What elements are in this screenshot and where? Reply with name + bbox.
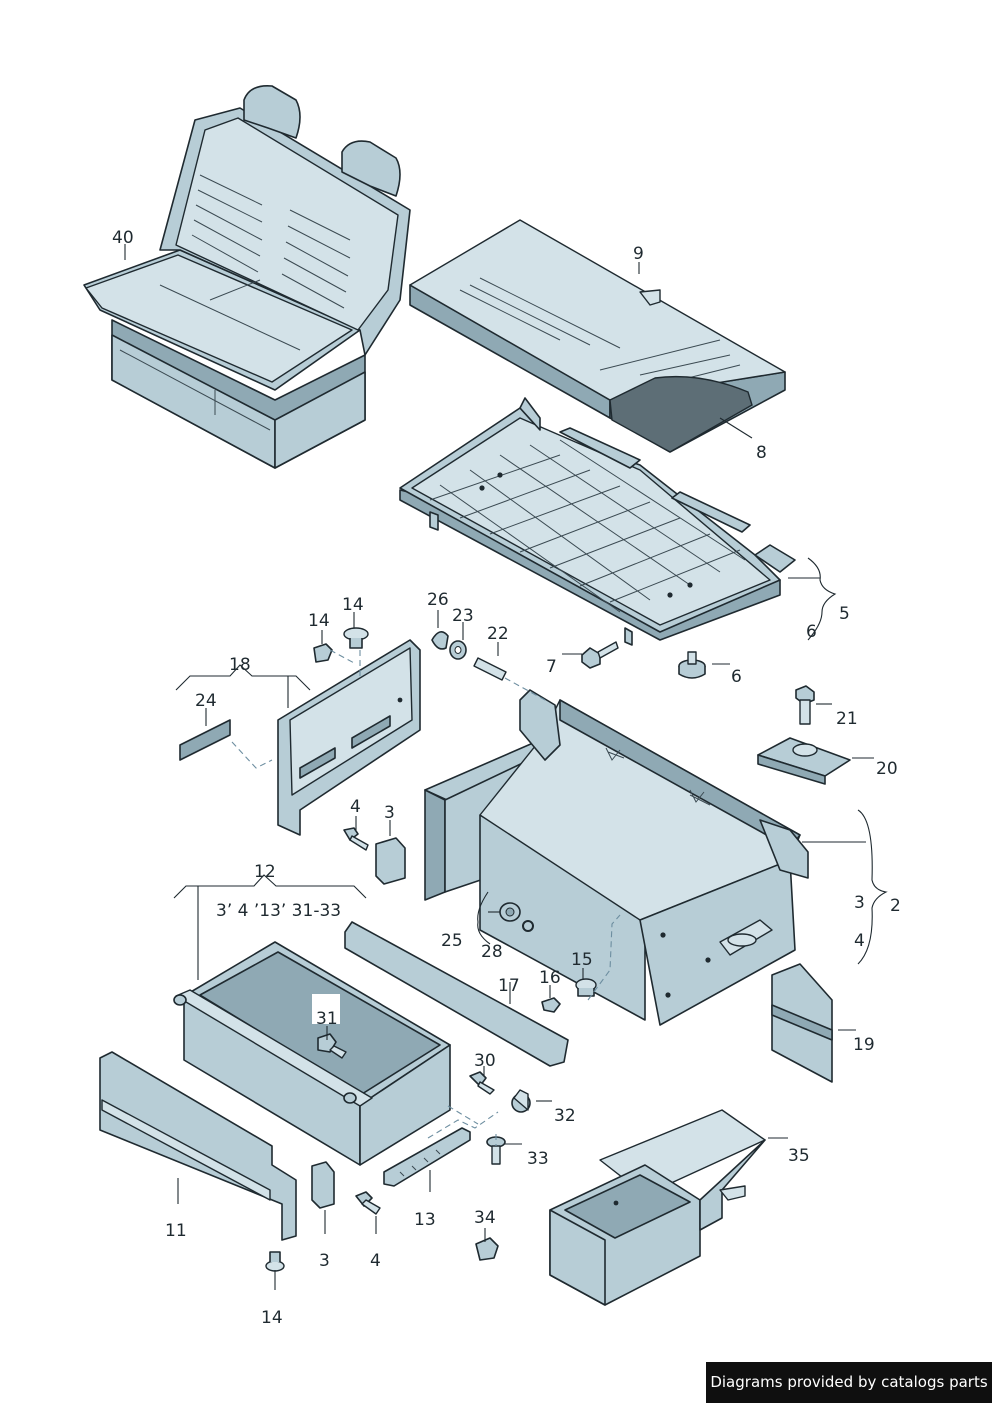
part-labels: 40 9 8 5 6 6 7 22 23 26 14 14 18 24 21 2… [112, 228, 901, 1328]
ring-part-28 [522, 920, 534, 932]
label-6-a: 6 [806, 622, 817, 642]
label-19: 19 [853, 1035, 875, 1055]
seat-frame-part-2 [424, 689, 809, 1026]
label-16: 16 [539, 968, 561, 988]
clip-part-14-b [343, 627, 369, 649]
attribution-footer: Diagrams provided by catalogs parts [706, 1362, 992, 1403]
label-3-c: 3 [319, 1251, 330, 1271]
bolt-part-21 [795, 685, 815, 725]
screw-part-30 [469, 1071, 495, 1095]
label-34: 34 [474, 1208, 496, 1228]
foam-insert-part-8 [609, 375, 753, 453]
label-18: 18 [229, 655, 251, 675]
label-28: 28 [481, 942, 503, 962]
label-26: 26 [427, 590, 449, 610]
label-12: 12 [254, 862, 276, 882]
bracket-part-20 [757, 737, 851, 785]
clip-part-34 [475, 1237, 499, 1261]
seat-pan-part-5 [399, 397, 796, 646]
label-4-b: 4 [854, 931, 865, 951]
screw-part-4-b [355, 1191, 381, 1215]
bench-seat-part-40 [83, 84, 411, 469]
label-30: 30 [474, 1051, 496, 1071]
label-35: 35 [788, 1146, 810, 1166]
rail-part-13 [383, 1127, 471, 1187]
screw-part-16 [541, 997, 561, 1013]
label-17: 17 [498, 976, 520, 996]
pin-part-22 [473, 657, 507, 681]
storage-tray-part-35 [549, 1109, 766, 1306]
label-13: 13 [414, 1210, 436, 1230]
clip-part-14-a [313, 643, 333, 663]
label-2: 2 [890, 896, 901, 916]
label-15: 15 [571, 950, 593, 970]
label-22: 22 [487, 624, 509, 644]
label-4-a: 4 [350, 797, 361, 817]
cap-part-3-b [311, 1161, 335, 1209]
leader-lines [124, 244, 888, 1290]
clip-part-14-c [265, 1251, 285, 1272]
label-11: 11 [165, 1221, 187, 1241]
cap-part-15 [575, 978, 597, 997]
cap-part-3-a [375, 837, 406, 885]
screw-part-33 [486, 1136, 506, 1165]
label-3-b: 3 [854, 893, 865, 913]
label-20: 20 [876, 759, 898, 779]
label-21: 21 [836, 709, 858, 729]
label-23: 23 [452, 606, 474, 626]
side-panel-part-18 [277, 639, 421, 836]
label-25: 25 [441, 931, 463, 951]
label-40: 40 [112, 228, 134, 248]
screw-part-31 [312, 994, 347, 1059]
label-14-c: 14 [261, 1308, 283, 1328]
label-32: 32 [554, 1106, 576, 1126]
label-3-a: 3 [384, 803, 395, 823]
label-7: 7 [546, 657, 557, 677]
clip-part-26 [431, 631, 449, 650]
label-14-b: 14 [342, 595, 364, 615]
label-24: 24 [195, 691, 217, 711]
trim-panel-part-11 [99, 1051, 297, 1241]
label-14-a: 14 [308, 611, 330, 631]
bush-part-25 [499, 902, 521, 922]
label-9: 9 [633, 244, 644, 264]
label-33: 33 [527, 1149, 549, 1169]
bolt-part-7 [581, 641, 619, 669]
cap-part-32 [511, 1089, 531, 1113]
screw-part-4-a [343, 827, 369, 851]
label-31: 31 [316, 1009, 338, 1029]
label-4-c: 4 [370, 1251, 381, 1271]
strip-part-24 [179, 719, 231, 761]
label-6-b: 6 [731, 667, 742, 687]
trim-strip-part-17 [344, 921, 569, 1067]
seat-cushion-part-9 [409, 219, 786, 453]
washer-part-23 [449, 640, 467, 660]
label-12-sub: 3’ 4 ’13’ 31-33 [216, 901, 341, 921]
label-8: 8 [756, 443, 767, 463]
storage-box-part-12 [173, 941, 451, 1166]
buffer-part-6 [678, 651, 706, 679]
cover-part-19 [771, 963, 833, 1083]
label-5: 5 [839, 604, 850, 624]
